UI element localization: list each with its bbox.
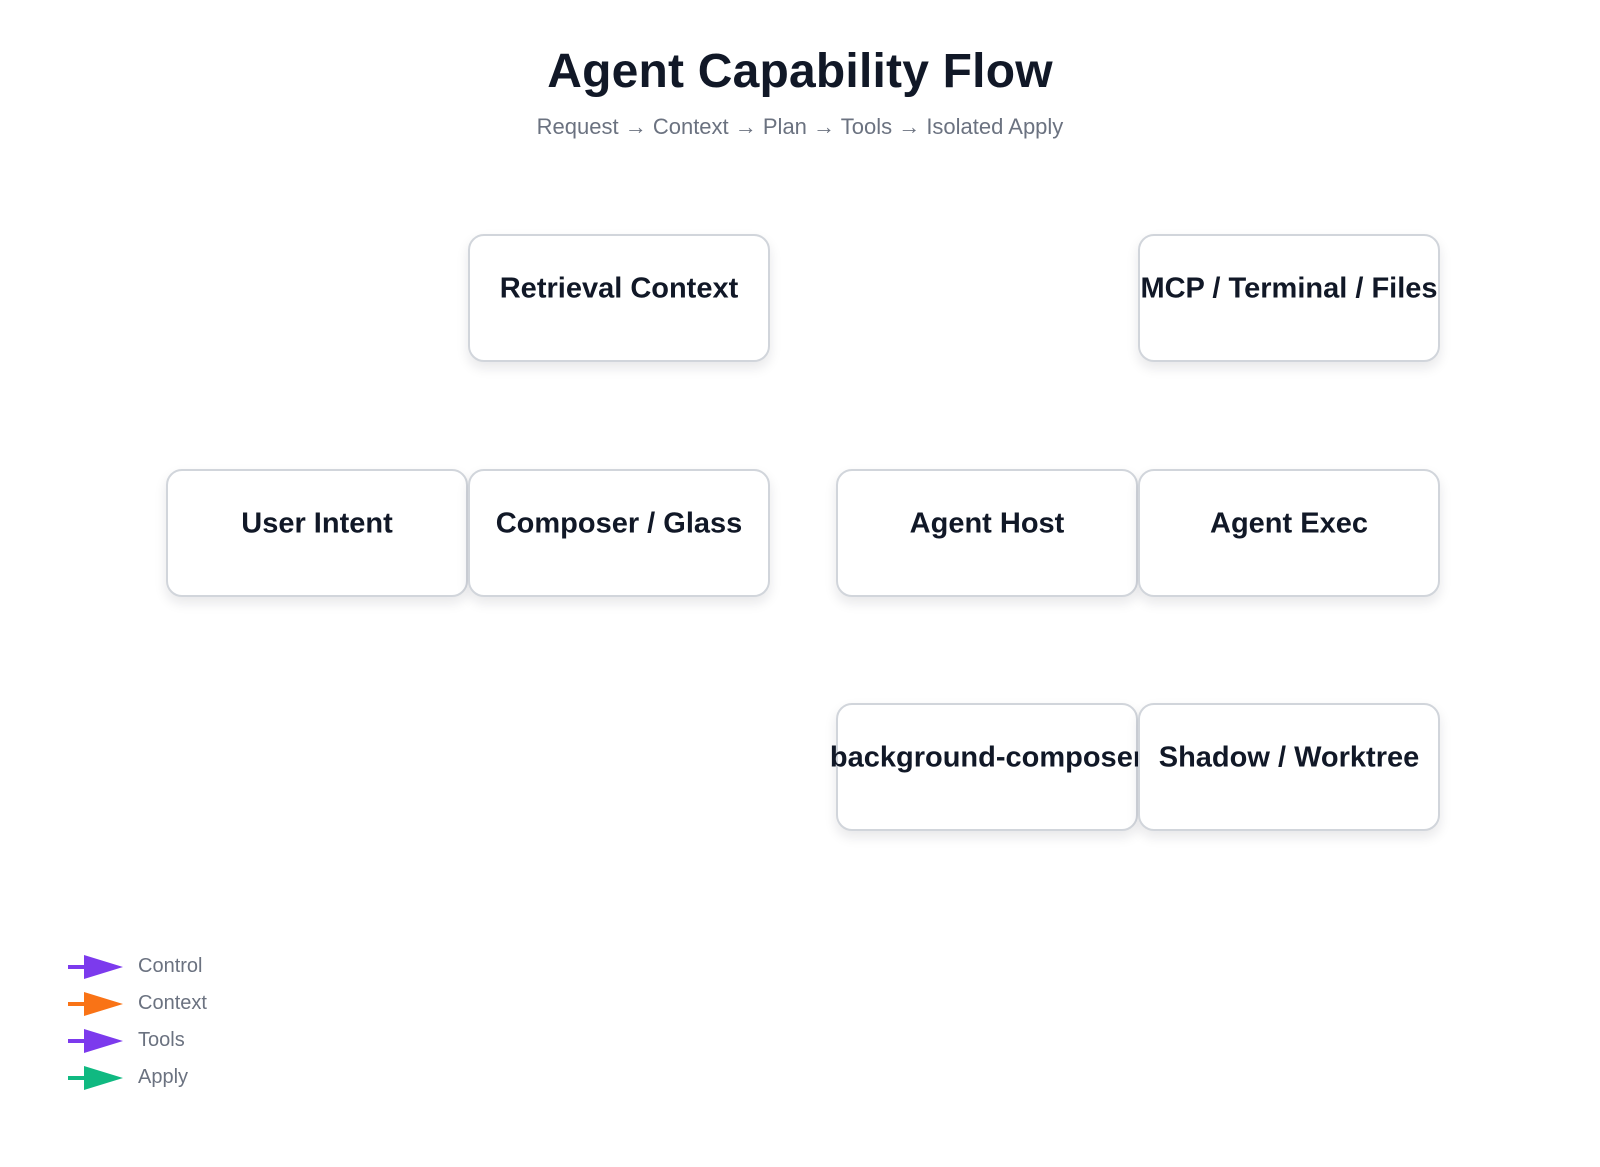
node-label: Shadow / Worktree (1158, 741, 1420, 774)
node-label: Retrieval Context (499, 272, 739, 305)
arrow-head (84, 1066, 123, 1090)
page-subtitle: Request → Context → Plan → Tools → Isola… (536, 114, 1064, 139)
node-mcp-terminal-files: MCP / Terminal / Files (1138, 234, 1440, 362)
legend-label: Context (138, 992, 207, 1014)
arrow-head (84, 1029, 123, 1053)
node-user-intent: User Intent (166, 469, 468, 597)
legend-item-context: Context (68, 988, 308, 1025)
node-label: Composer / Glass (495, 507, 743, 540)
arrow-head (84, 992, 123, 1016)
legend: Control Context Tools Apply (68, 951, 308, 1099)
node-label: User Intent (241, 507, 393, 540)
legend-label: Apply (138, 1066, 189, 1088)
arrow-icon (68, 1066, 123, 1090)
arrow-icon (68, 992, 123, 1016)
node-retrieval-context: Retrieval Context (468, 234, 770, 362)
legend-item-apply: Apply (68, 1062, 308, 1099)
legend-label: Control (138, 955, 203, 977)
arrow-icon (68, 955, 123, 979)
node-label: background-composer (829, 741, 1145, 774)
legend-label: Tools (138, 1029, 185, 1051)
node-label: Agent Host (909, 507, 1065, 540)
arrow-head (84, 955, 123, 979)
legend-item-control: Control (68, 951, 308, 988)
node-composer-glass: Composer / Glass (468, 469, 770, 597)
node-agent-host: Agent Host (836, 469, 1138, 597)
node-agent-exec: Agent Exec (1138, 469, 1440, 597)
page-title: Agent Capability Flow (547, 45, 1053, 98)
node-shadow-worktree: Shadow / Worktree (1138, 703, 1440, 831)
node-label: Agent Exec (1210, 507, 1368, 540)
node-label: MCP / Terminal / Files (1140, 272, 1438, 305)
node-background-composer: background-composer (830, 703, 1144, 831)
arrow-icon (68, 1029, 123, 1053)
legend-item-tools: Tools (68, 1025, 308, 1062)
